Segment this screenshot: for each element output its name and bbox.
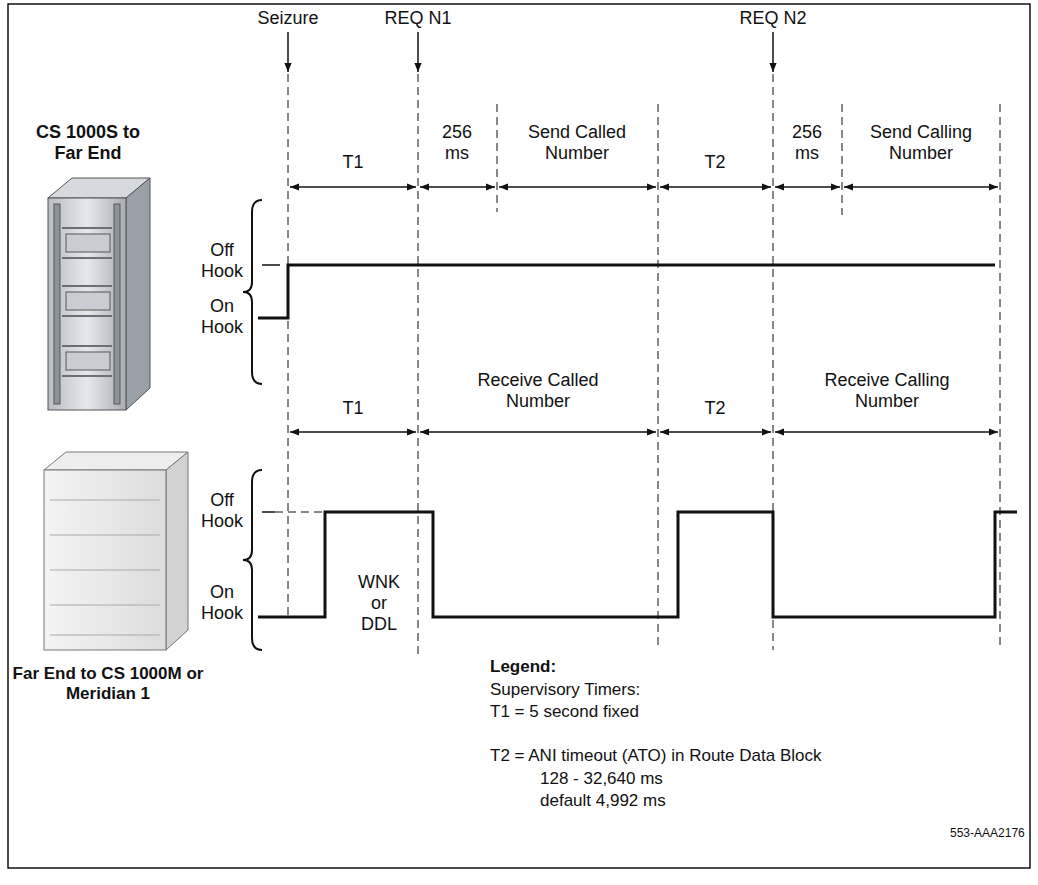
- phase-label: Send Calling Number: [846, 122, 996, 164]
- legend-heading: Legend:: [490, 657, 556, 677]
- delay-label: 256 ms: [437, 122, 477, 164]
- legend-text: T2 = ANI timeout (ATO) in Route Data Blo…: [490, 746, 821, 766]
- figure-number: 553-AAA2176: [950, 826, 1025, 840]
- level-label: On Hook: [197, 296, 247, 338]
- delay-label: 256 ms: [787, 122, 827, 164]
- level-label: Off Hook: [197, 240, 247, 282]
- legend-text: T1 = 5 second fixed: [490, 702, 639, 722]
- timer-arrows: [290, 187, 998, 432]
- phase-label: Receive Calling Number: [802, 370, 972, 412]
- legend-text: 128 - 32,640 ms: [540, 769, 663, 789]
- timer-label: T1: [333, 152, 373, 173]
- phase-label: Receive Called Number: [458, 370, 618, 412]
- figure-frame: [8, 4, 1030, 868]
- time-markers: [275, 74, 1000, 655]
- level-ticks: [262, 265, 280, 512]
- timer-label: T2: [695, 152, 735, 173]
- event-label: REQ N2: [728, 8, 818, 29]
- event-label: REQ N1: [373, 8, 463, 29]
- level-label: On Hook: [197, 582, 247, 624]
- level-label: Off Hook: [197, 490, 247, 532]
- signal-waveforms: [258, 265, 1017, 617]
- timer-label: T1: [333, 398, 373, 419]
- legend-text: Supervisory Timers:: [490, 680, 640, 700]
- legend-text: default 4,992 ms: [540, 791, 666, 811]
- phase-label: Send Called Number: [512, 122, 642, 164]
- equipment-cabinet: [44, 452, 188, 650]
- rack-cabinet: [48, 178, 150, 410]
- event-label: Seizure: [243, 8, 333, 29]
- device-label: Far End to CS 1000M or Meridian 1: [12, 664, 204, 704]
- device-label: CS 1000S to Far End: [33, 122, 143, 164]
- signal-label: WNK or DDL: [354, 572, 404, 635]
- event-arrows: [288, 32, 773, 72]
- timer-label: T2: [695, 398, 735, 419]
- braces: [243, 200, 262, 650]
